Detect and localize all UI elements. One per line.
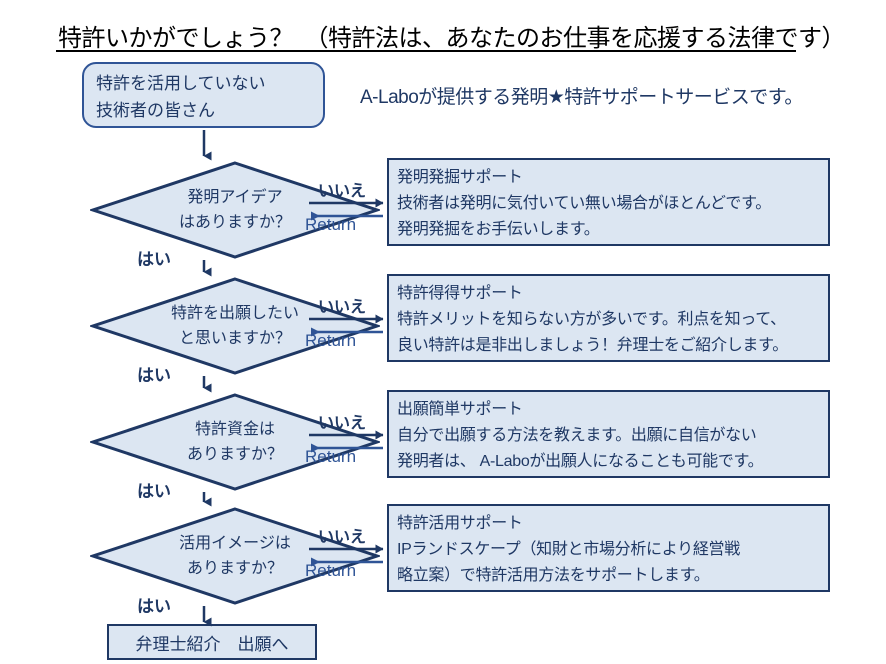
support-box-4: 特許活用サポート IPランドスケープ（知財と市場分析により経営戦 略立案）で特許… [387, 504, 830, 592]
return-label-2: Return [305, 331, 357, 350]
support-3-line-3: 発明者は、 A-Laboが出願人になることも可能です。 [397, 453, 764, 470]
support-3-line-2: 自分で出願する方法を教えます。出願に自信がない [397, 427, 757, 444]
return-label-3: Return [305, 447, 357, 466]
decision-node-2: 特許を出願したい と思いますか？ [90, 276, 380, 376]
start-line-1: 特許を活用していない [96, 74, 266, 93]
decision-node-1: 発明アイデア はありますか？ [90, 160, 380, 260]
support-2-line-2: 特許メリットを知らない方が多いです。利点を知って、 [397, 311, 786, 328]
diamond-shape-icon [90, 393, 380, 491]
support-box-2: 特許得得サポート 特許メリットを知らない方が多いです。利点を知って、 良い特許は… [387, 274, 830, 362]
decision-node-4: 活用イメージは ありますか？ [90, 506, 380, 606]
end-node: 弁理士紹介 出願へ [107, 624, 317, 660]
support-box-3: 出願簡単サポート 自分で出願する方法を教えます。出願に自信がない 発明者は、 A… [387, 390, 830, 478]
support-1-title: 発明発掘サポート [397, 169, 523, 186]
no-label-2: いいえ [318, 299, 367, 316]
support-4-line-3: 略立案）で特許活用方法をサポートします。 [397, 567, 710, 584]
start-line-2: 技術者の皆さん [96, 101, 215, 120]
no-label-4: いいえ [318, 529, 367, 546]
no-label-3: いいえ [318, 415, 367, 432]
support-4-line-2: IPランドスケープ（知財と市場分析により経営戦 [397, 541, 740, 558]
yes-label-1: はい [137, 250, 171, 269]
end-node-label: 弁理士紹介 出願へ [135, 634, 289, 654]
subtitle-text: A-Laboが提供する発明★特許サポートサービスです。 [360, 87, 803, 108]
support-1-line-3: 発明発掘をお手伝いします。 [397, 221, 600, 238]
return-label-1: Return [305, 215, 357, 234]
yes-label-3: はい [137, 482, 171, 501]
diamond-shape-icon [90, 277, 380, 375]
return-label-4: Return [305, 561, 357, 580]
support-3-title: 出願簡単サポート [397, 401, 523, 418]
support-2-line-3: 良い特許は是非出しましょう！弁理士をご紹介します。 [397, 337, 788, 354]
no-label-1: いいえ [318, 183, 367, 200]
support-2-title: 特許得得サポート [397, 285, 523, 302]
yes-label-4: はい [137, 597, 171, 616]
support-box-1: 発明発掘サポート 技術者は発明に気付いてい無い場合がほとんどです。 発明発掘をお… [387, 158, 830, 246]
yes-label-2: はい [137, 366, 171, 385]
title-underline [56, 50, 796, 52]
support-4-title: 特許活用サポート [397, 515, 523, 532]
page-title: 特許いかがでしょう？ （特許法は、あなたのお仕事を応援する法律です） [58, 25, 846, 52]
support-1-line-2: 技術者は発明に気付いてい無い場合がほとんどです。 [397, 195, 771, 212]
start-node: 特許を活用していない 技術者の皆さん [82, 62, 325, 128]
diamond-shape-icon [90, 507, 380, 605]
decision-node-3: 特許資金は ありますか？ [90, 392, 380, 492]
diamond-shape-icon [90, 161, 380, 259]
